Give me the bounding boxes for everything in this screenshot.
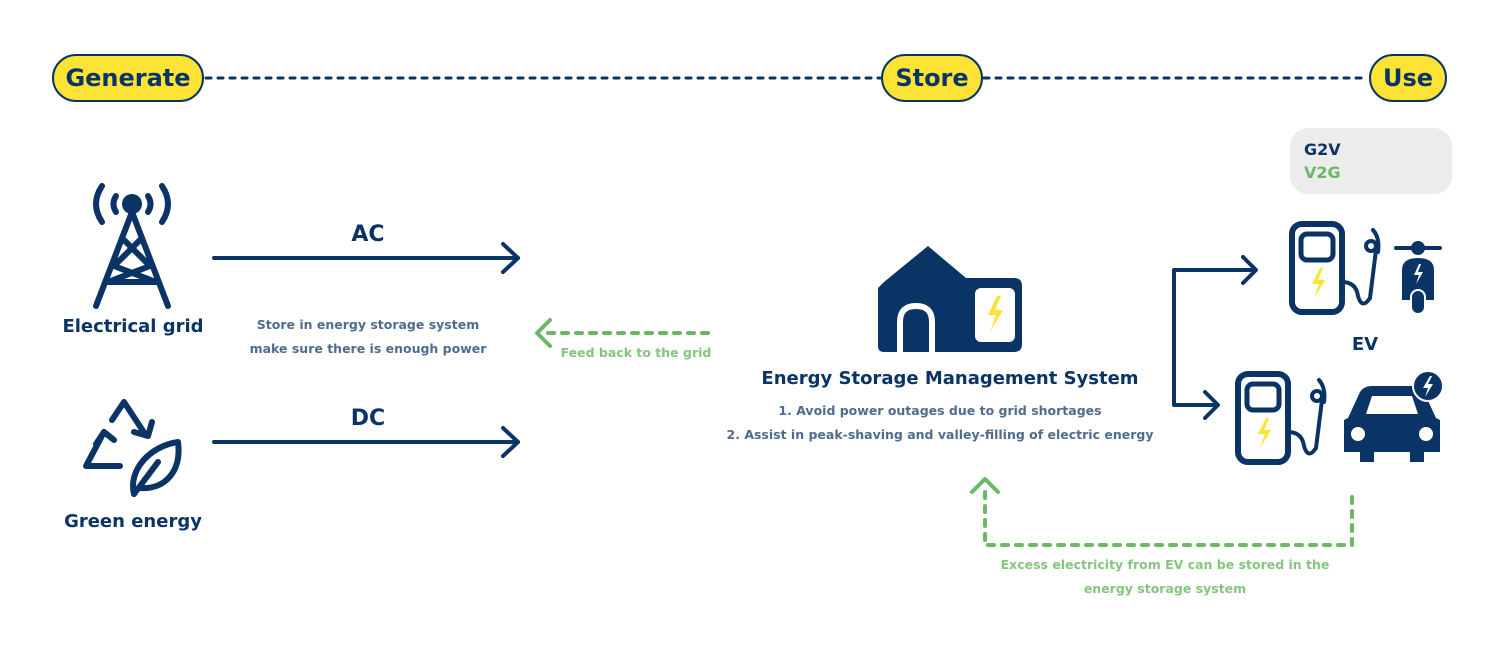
feed-back-label: Feed back to the grid bbox=[560, 345, 712, 360]
stage-store-label: Store bbox=[895, 64, 969, 92]
v2g-return-arrow bbox=[970, 477, 1354, 547]
charger-scooter-icon bbox=[1289, 221, 1442, 315]
storage-point-1: 1. Avoid power outages due to grid short… bbox=[778, 403, 1102, 418]
stage-generate: Generate bbox=[52, 54, 204, 102]
charger-car-icon bbox=[1235, 370, 1444, 465]
ev-excess-line1: Excess electricity from EV can be stored… bbox=[1000, 557, 1330, 572]
ac-arrow bbox=[212, 242, 520, 274]
dc-label: DC bbox=[350, 406, 386, 431]
store-note-line2: make sure there is enough power bbox=[249, 341, 487, 356]
recycle-leaf-icon bbox=[83, 399, 182, 497]
stage-store: Store bbox=[881, 54, 983, 102]
legend bbox=[1290, 128, 1452, 194]
stage-use: Use bbox=[1369, 54, 1447, 102]
store-note-line1: Store in energy storage system bbox=[256, 317, 480, 332]
ev-excess-line2: energy storage system bbox=[1083, 581, 1247, 596]
feed-back-arrow bbox=[535, 318, 718, 348]
ev-excess-note: Excess electricity from EV can be stored… bbox=[960, 553, 1370, 601]
stage-use-label: Use bbox=[1382, 64, 1434, 92]
storage-point-2: 2. Assist in peak-shaving and valley-fil… bbox=[726, 427, 1154, 442]
dc-arrow bbox=[212, 426, 520, 458]
storage-title: Energy Storage Management System bbox=[761, 368, 1139, 389]
home-battery-icon bbox=[878, 246, 1022, 352]
storage-points: 1. Avoid power outages due to grid short… bbox=[690, 399, 1190, 447]
ev-branch-arrows bbox=[1172, 255, 1258, 420]
green-energy-label: Green energy bbox=[64, 511, 202, 532]
ac-label: AC bbox=[351, 222, 385, 247]
transmission-tower-icon bbox=[93, 183, 171, 309]
electrical-grid-label: Electrical grid bbox=[62, 316, 204, 337]
stage-generate-label: Generate bbox=[65, 64, 191, 92]
legend-g2v-label: G2V bbox=[1304, 140, 1341, 159]
store-note: Store in energy storage system make sure… bbox=[218, 313, 518, 361]
legend-v2g-label: V2G bbox=[1304, 163, 1341, 182]
ev-label: EV bbox=[1351, 334, 1379, 355]
